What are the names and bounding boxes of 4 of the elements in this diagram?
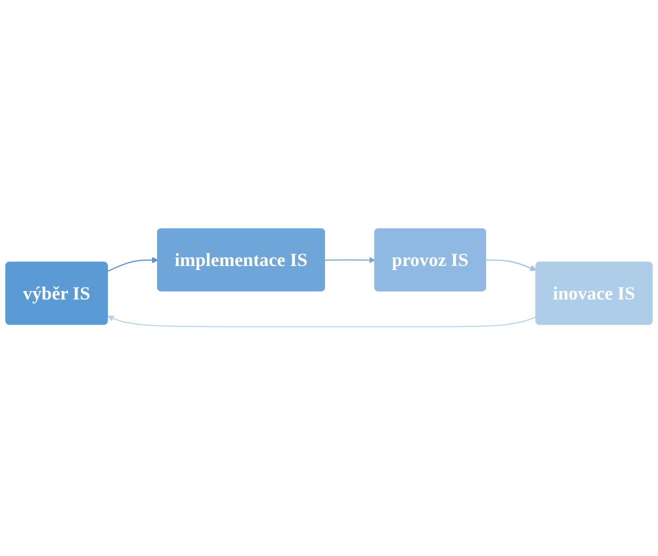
- arrow: [486, 260, 536, 272]
- arrow: [324, 257, 376, 264]
- arrow: [108, 257, 158, 272]
- arrow: [108, 316, 536, 328]
